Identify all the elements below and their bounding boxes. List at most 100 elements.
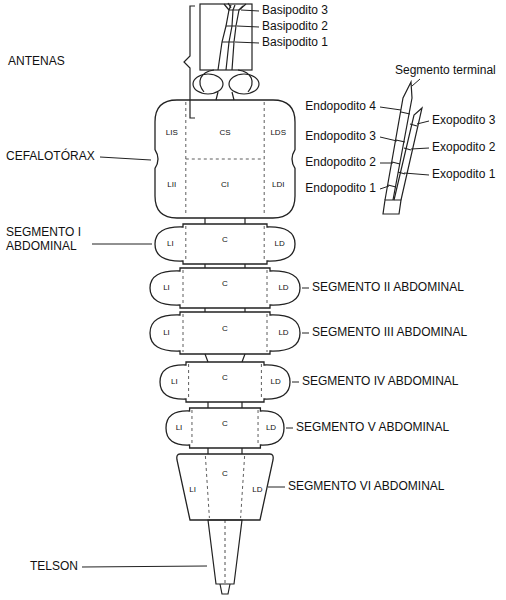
region-label: LI	[171, 378, 178, 386]
region-label: LDS	[270, 129, 286, 137]
segment-outline	[155, 100, 295, 218]
part-label: Endopodito 3	[305, 130, 376, 144]
region-label: LD	[271, 378, 281, 386]
body-part-label: SEGMENTO II ABDOMINAL	[312, 281, 464, 295]
region-label: C	[222, 470, 228, 478]
part-label: Basipodito 1	[262, 36, 328, 50]
segment-outline	[155, 224, 295, 264]
abdominal-segment: LI C LD	[150, 268, 300, 308]
antenna-setae	[224, 3, 246, 10]
region-label: LD	[278, 329, 288, 337]
body-part-label: CEFALOTÓRAX	[6, 150, 95, 164]
body-part-label: SEGMENTO I ABDOMINAL	[6, 226, 98, 254]
region-label: LD	[266, 424, 276, 432]
region-label: C	[222, 280, 228, 288]
antenna	[226, 5, 235, 70]
part-label: Exopodito 1	[432, 168, 495, 182]
region-label: LI	[189, 486, 196, 494]
antenna	[232, 6, 243, 70]
region-label: LD	[274, 240, 284, 248]
segment-border	[150, 312, 300, 354]
segment-outline	[160, 362, 290, 402]
abdominal-segment: LI C LD	[155, 224, 295, 264]
leader-line	[82, 566, 207, 567]
leader-line	[286, 428, 293, 429]
region-divider	[264, 226, 265, 262]
region-label: LI	[167, 240, 174, 248]
region-label: LIS	[166, 129, 178, 137]
abdominal-segment: LI C LD	[150, 312, 300, 354]
cephalothorax-segment: LISCSLDSLIICILDI	[155, 100, 295, 218]
intersegment	[205, 218, 245, 454]
region-divider	[191, 410, 192, 446]
antenna-base	[200, 70, 252, 92]
body-part-label: SEGMENTO V ABDOMINAL	[296, 421, 449, 435]
leader-line	[292, 382, 299, 383]
region-label: C	[222, 374, 228, 382]
part-label: Endopodito 2	[305, 156, 376, 170]
region-divider	[186, 159, 264, 160]
region-divider	[267, 314, 268, 352]
part-label: ANTENAS	[8, 55, 65, 69]
antenna-base	[193, 74, 223, 94]
region-divider	[258, 410, 259, 446]
part-label: Exopodito 2	[432, 141, 495, 155]
leader-line	[417, 121, 429, 124]
bracket	[184, 6, 195, 118]
part-label: Basipodito 3	[262, 4, 328, 18]
region-label: CS	[219, 129, 230, 137]
telson-tip	[220, 584, 230, 594]
body-part-label: SEGMENTO IV ABDOMINAL	[302, 375, 458, 389]
region-divider	[185, 226, 186, 262]
leader-line	[380, 107, 401, 110]
region-label: C	[222, 325, 228, 333]
basipod	[383, 200, 401, 214]
antenna-base	[229, 74, 259, 94]
abdominal-segment: LI C LD	[176, 454, 274, 520]
region-label: LI	[176, 424, 183, 432]
leader-line	[380, 137, 397, 141]
region-divider	[183, 314, 184, 352]
body-part-label: SEGMENTO VI ABDOMINAL	[288, 480, 444, 494]
region-label: LI	[163, 284, 170, 292]
region-label: LD	[278, 284, 288, 292]
part-label: Basipodito 2	[262, 20, 328, 34]
leader-line	[411, 148, 429, 149]
leader-line	[92, 244, 152, 245]
leader-line	[237, 26, 259, 27]
antenna	[218, 5, 231, 70]
part-label: Exopodito 3	[432, 114, 495, 128]
region-label: LII	[167, 181, 176, 189]
region-divider	[188, 364, 189, 400]
neck	[216, 92, 234, 100]
antenna-frame	[200, 4, 252, 70]
segment-border	[155, 100, 295, 218]
body-part-label: TELSON	[30, 560, 78, 574]
region-label: LDI	[272, 181, 284, 189]
leader-line	[404, 173, 429, 175]
leader-line	[302, 288, 309, 289]
region-divider	[267, 270, 268, 306]
region-divider	[241, 456, 245, 518]
leader-line	[380, 163, 393, 164]
segment-border	[166, 408, 284, 448]
segment-outline	[150, 312, 300, 354]
region-label: LD	[252, 486, 262, 494]
antenna-joints	[222, 10, 239, 42]
region-divider	[261, 364, 262, 400]
part-label: Segmento terminal	[395, 64, 496, 78]
region-divider	[183, 270, 184, 306]
region-label: LI	[163, 329, 170, 337]
leader-line	[241, 10, 259, 11]
leader-line	[100, 157, 151, 160]
part-label: Endopodito 4	[305, 100, 376, 114]
abdominal-segment: LICLD	[166, 408, 284, 448]
segment-outline	[150, 268, 300, 308]
leader-line	[268, 487, 285, 488]
part-label: Endopodito 1	[305, 182, 376, 196]
telson	[208, 520, 242, 584]
region-label: C	[222, 236, 228, 244]
abdominal-segment: LI C LD	[160, 362, 290, 402]
leader-line	[302, 333, 309, 334]
leader-line	[380, 186, 389, 189]
